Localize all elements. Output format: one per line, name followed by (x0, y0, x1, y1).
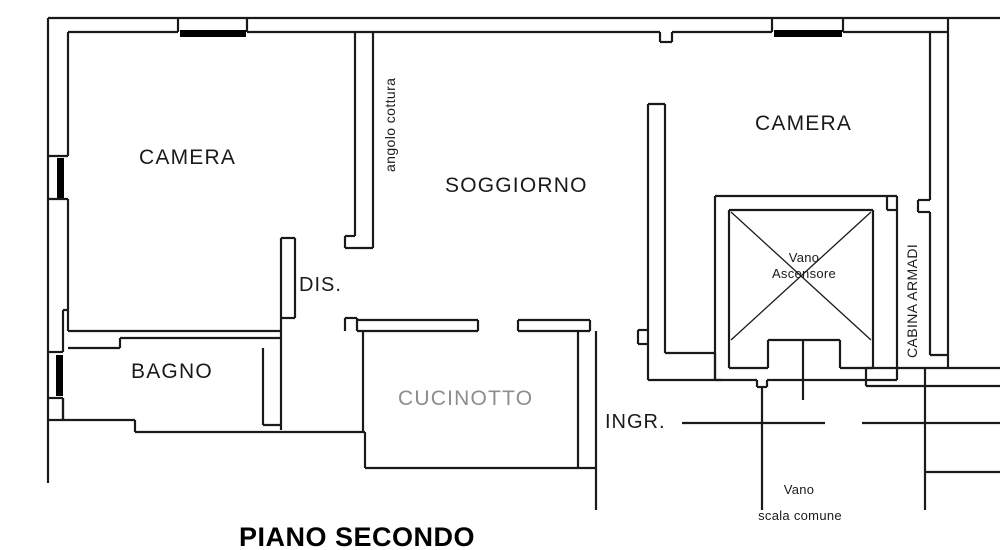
window-glass-bars (56, 30, 842, 396)
annotation-vano-scala-line1: Vano (783, 482, 815, 497)
threshold-markers (682, 340, 1000, 510)
window-1-glass (180, 30, 246, 37)
window-3-glass (57, 158, 64, 198)
room-label-camera-left: CAMERA (139, 146, 237, 169)
room-label-dis: DIS. (299, 274, 342, 296)
annotation-vano-ascensore-line1: Vano (788, 250, 820, 265)
elev-cross-diag-2 (730, 211, 872, 341)
room-label-cabina-armadi: CABINA ARMADI (904, 243, 920, 358)
window-2-glass (774, 30, 842, 37)
page-title: PIANO SECONDO (239, 522, 476, 550)
interior-partitions (48, 32, 899, 510)
room-label-camera-right: CAMERA (755, 112, 853, 135)
room-label-cucinotto: CUCINOTTO (398, 387, 534, 410)
wall-outlines (46, 16, 1000, 483)
room-label-soggiorno: SOGGIORNO (445, 174, 588, 197)
window-4-glass (56, 355, 63, 396)
room-label-ingr: INGR. (605, 411, 666, 433)
annotation-vano-ascensore-line2: Ascensore (771, 266, 837, 281)
room-label-bagno: BAGNO (131, 360, 213, 383)
room-label-angolo-cottura: angolo cottura (382, 77, 398, 172)
annotation-vano-scala-line2: scala comune (758, 508, 842, 523)
elevator-shaft-cross (730, 211, 872, 341)
